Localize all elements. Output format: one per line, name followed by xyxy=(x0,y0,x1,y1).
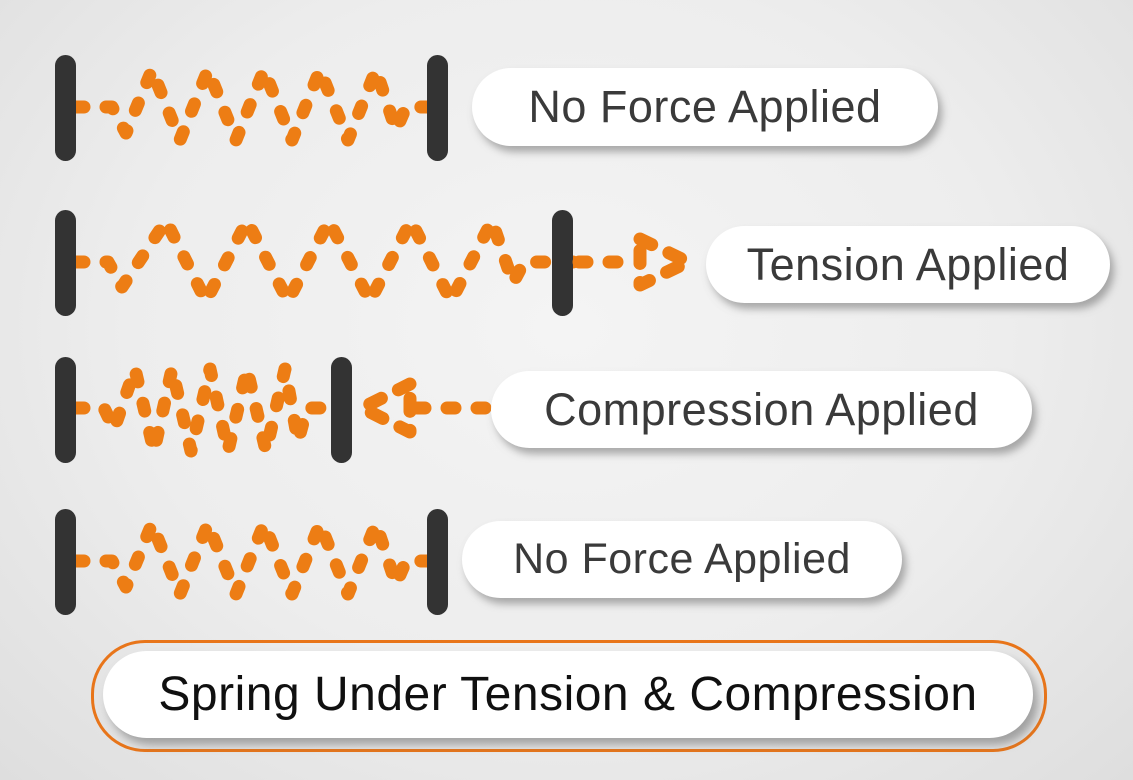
wall-bar-left-1 xyxy=(55,55,76,161)
arrowhead-right-icon xyxy=(633,232,695,292)
row-spring-stretched xyxy=(55,210,695,316)
wall-bar-left-3 xyxy=(55,357,76,463)
label-text: No Force Applied xyxy=(513,535,851,583)
row-spring-compressed xyxy=(55,357,499,463)
row-spring-natural-top xyxy=(55,55,448,161)
wall-bar-right-4 xyxy=(427,509,448,615)
label-text: No Force Applied xyxy=(528,81,882,132)
label-no-force-bottom: No Force Applied xyxy=(462,521,902,598)
wall-bar-left-4 xyxy=(55,509,76,615)
title-frame xyxy=(91,640,1047,752)
title-box: Spring Under Tension & Compression xyxy=(103,651,1033,738)
spring-coil-natural-top xyxy=(69,63,436,147)
spring-coil-compressed xyxy=(69,362,340,458)
wall-bar-right-1 xyxy=(427,55,448,161)
label-compression: Compression Applied xyxy=(491,371,1032,448)
diagram-title: Spring Under Tension & Compression xyxy=(158,668,978,721)
label-text: Tension Applied xyxy=(746,238,1070,290)
label-no-force-top: No Force Applied xyxy=(472,68,938,146)
arrowhead-left-icon xyxy=(355,377,417,439)
wall-bar-right-3 xyxy=(331,357,352,463)
label-tension: Tension Applied xyxy=(706,226,1110,303)
label-text: Compression Applied xyxy=(544,383,979,435)
row-spring-natural-bottom xyxy=(55,509,448,615)
spring-coil-natural-bottom xyxy=(69,517,436,601)
wall-bar-right-2 xyxy=(552,210,573,316)
spring-coil-stretched xyxy=(69,214,580,308)
wall-bar-left-2 xyxy=(55,210,76,316)
